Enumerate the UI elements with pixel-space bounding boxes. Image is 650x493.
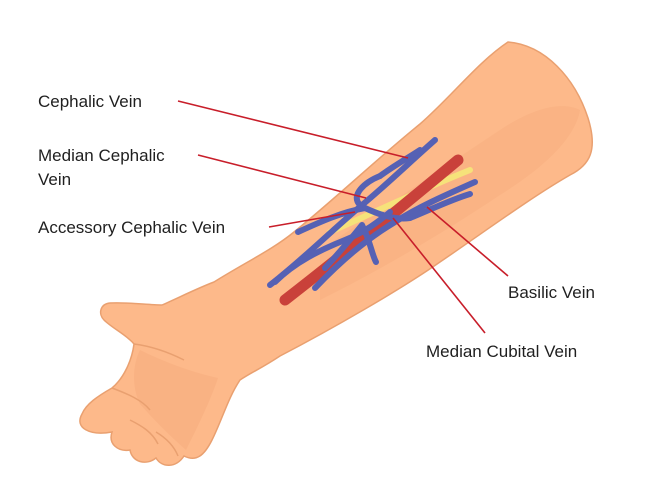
palm-shadow	[134, 350, 218, 450]
finger-crease	[129, 419, 159, 445]
leader-median-cephalic	[197, 154, 367, 199]
label-median-cephalic-line1: Median Cephalic	[38, 146, 165, 165]
vein-branch	[407, 191, 473, 221]
nerve	[327, 167, 473, 235]
leader-lines	[177, 100, 509, 334]
vein-branch	[272, 209, 393, 285]
leader-accessory-cephalic	[268, 211, 356, 228]
median-cephalic-vein-path	[353, 173, 383, 208]
vein-branch	[377, 147, 423, 179]
finger-crease	[155, 431, 179, 457]
basilic-vein-path	[312, 179, 478, 291]
label-basilic-vein: Basilic Vein	[508, 283, 595, 302]
artery	[279, 154, 464, 306]
finger-crease	[111, 387, 151, 411]
leader-cephalic	[177, 100, 409, 159]
leader-basilic	[426, 206, 509, 277]
label-median-cephalic-line2: Vein	[38, 170, 72, 189]
vein-network	[267, 137, 478, 291]
label-median-cephalic-vein: Median Cephalic Vein	[38, 144, 208, 192]
vein-branch	[322, 222, 379, 271]
leader-median-cubital	[392, 217, 486, 334]
accessory-cephalic-vein-path	[295, 205, 368, 235]
thumb-crease	[133, 343, 185, 361]
label-cephalic-vein: Cephalic Vein	[38, 92, 142, 111]
label-accessory-cephalic-vein: Accessory Cephalic Vein	[38, 218, 226, 237]
label-median-cubital-vein: Median Cubital Vein	[426, 342, 578, 361]
